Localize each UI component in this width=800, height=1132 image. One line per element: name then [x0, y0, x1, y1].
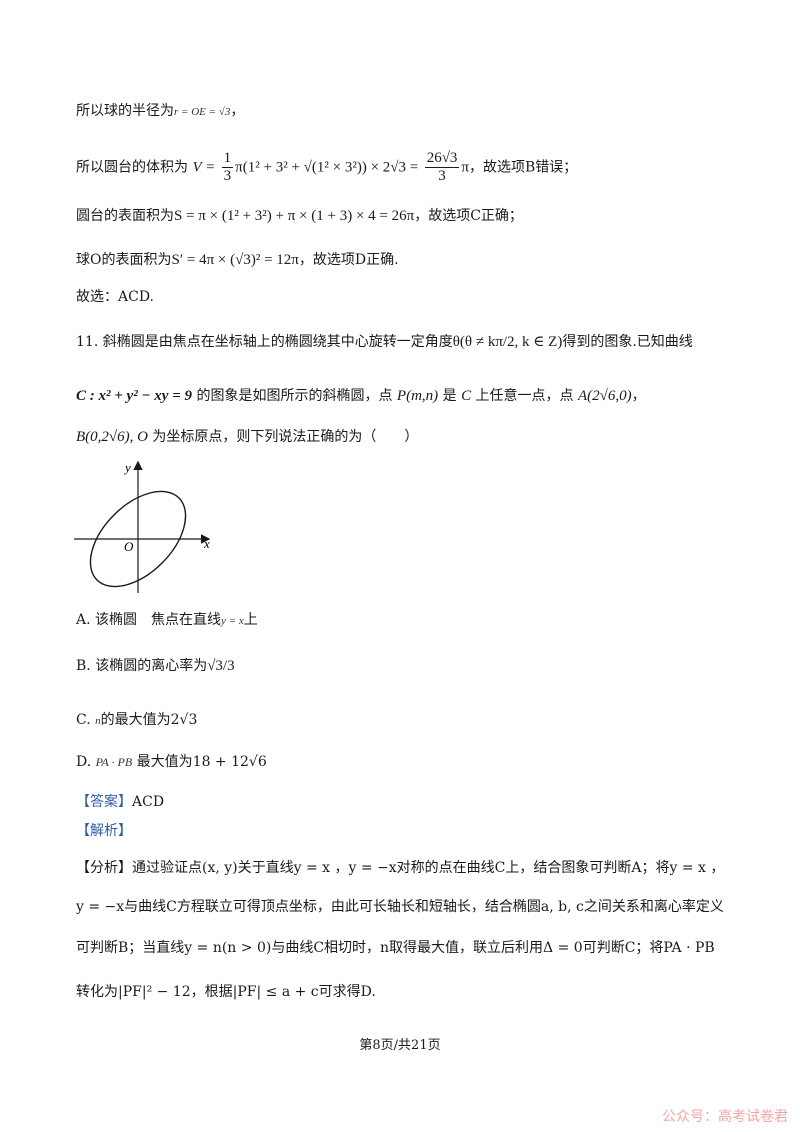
math: y = x — [221, 615, 244, 627]
text: ，故选项C正确； — [414, 208, 523, 224]
text: ， — [230, 103, 245, 119]
solution-line-4: 球O的表面积为S′ = 4π × (√3)² = 12π，故选项D正确. — [76, 250, 399, 270]
analysis-line-1: 【分析】通过验证点(x, y)关于直线y = x ，y = −x对称的点在曲线C… — [76, 858, 724, 878]
question-11-line-1: 11. 斜椭圆是由焦点在坐标轴上的椭圆绕其中心旋转一定角度θ(θ ≠ kπ/2,… — [76, 332, 693, 352]
text: 上任意一点，点 — [475, 388, 574, 404]
numerator: 1 — [221, 150, 234, 168]
option-label: C. — [76, 712, 91, 728]
origin-label: O — [124, 539, 134, 554]
math: C : x² + y² − xy = 9 — [76, 388, 192, 404]
solution-line-1: 所以球的半径为r = OE = √3， — [76, 101, 244, 122]
solution-line-3: 圆台的表面积为S = π × (1² + 3²) + π × (1 + 3) ×… — [76, 206, 523, 226]
question-11-line-3: B(0,2√6), O 为坐标原点，则下列说法正确的为（ ） — [76, 427, 418, 447]
analysis-header: 【解析】 — [76, 821, 132, 841]
text: ，故选项B错误； — [469, 159, 578, 176]
analysis-line-3: 可判断B；当直线y = n(n > 0)与曲线C相切时，n取得最大值，联立后利用… — [76, 940, 715, 956]
text: ，故选项D正确. — [298, 252, 399, 268]
math: r = OE = √3 — [174, 106, 231, 118]
text: 得到的图象.已知曲线 — [562, 334, 693, 350]
answer-line: 【答案】ACD — [76, 792, 164, 812]
answer-tag: 【答案】 — [76, 794, 132, 810]
text: 球O的表面积为 — [76, 252, 172, 268]
analysis-tag: 【分析】 — [76, 860, 132, 876]
text: 11. 斜椭圆是由焦点在坐标轴上的椭圆绕其中心旋转一定角度 — [76, 334, 453, 350]
text: 的图象是如图所示的斜椭圆，点 — [196, 388, 393, 404]
math: θ(θ ≠ kπ/2, k ∈ Z) — [452, 334, 563, 350]
text: 该椭圆的离心率为 — [95, 658, 208, 674]
math: B(0,2√6), O — [76, 429, 148, 445]
text: 通过验证点(x, y)关于直线y = x ，y = −x对称的点在曲线C上，结合… — [132, 860, 725, 876]
text: 圆台的表面积为 — [76, 208, 174, 224]
analysis-line-2: y = −x与曲线C方程联立可得顶点坐标，由此可长轴长和短轴长，结合椭圆a, b… — [76, 899, 724, 915]
math: π(1² + 3² + √(1² × 3²)) × 2√3 = — [235, 159, 419, 176]
option-b: B. 该椭圆的离心率为√3/3 — [76, 656, 235, 676]
numerator: 26√3 — [424, 150, 460, 168]
jiexi-tag: 【解析】 — [76, 823, 132, 839]
solution-line-5: 故选：ACD. — [76, 289, 154, 305]
text: 最大值为18 + 12√6 — [136, 754, 267, 770]
tilted-ellipse — [89, 490, 187, 588]
math: PA · PB — [95, 755, 133, 769]
page-footer: 第8页/共21页 — [359, 1038, 441, 1053]
text: ， — [631, 388, 646, 404]
option-label: B. — [76, 658, 91, 674]
y-axis-label: y — [123, 460, 131, 475]
text: 该椭圆 焦点在直线 — [95, 612, 222, 628]
math: π — [461, 159, 469, 176]
math: n — [95, 715, 101, 727]
ellipse-figure: x y O — [74, 460, 211, 593]
option-label: A. — [76, 612, 91, 628]
analysis-line-4: 转化为|PF|² − 12，根据|PF| ≤ a + c可求得D. — [76, 984, 376, 1000]
math: S = π × (1² + 3²) + π × (1 + 3) × 4 = 26… — [174, 208, 415, 224]
answer-text: ACD — [132, 794, 165, 810]
text: 所以球的半径为 — [76, 103, 174, 119]
math: P(m,n) — [396, 388, 439, 404]
text: 的最大值为2√3 — [100, 712, 198, 728]
option-a: A. 该椭圆 焦点在直线y = x上 — [76, 610, 258, 631]
text: 是 — [442, 388, 457, 404]
option-c: C. n的最大值为2√3 — [76, 710, 197, 731]
denominator: 3 — [223, 168, 232, 184]
math: V = — [192, 159, 216, 176]
math: C — [461, 388, 472, 404]
math: S′ = 4π × (√3)² = 12π — [171, 252, 299, 268]
watermark: 公众号：高考试卷君 — [662, 1109, 788, 1125]
option-d: D. PA · PB 最大值为18 + 12√6 — [76, 752, 267, 772]
text: 所以圆台的体积为 — [76, 159, 188, 176]
math: √3/3 — [207, 658, 235, 674]
x-axis-label: x — [203, 536, 210, 551]
math: A(2√6,0) — [577, 388, 632, 404]
option-label: D. — [76, 754, 92, 770]
text: 为坐标原点，则下列说法正确的为（ ） — [152, 429, 419, 445]
question-11-line-2: C : x² + y² − xy = 9 的图象是如图所示的斜椭圆，点 P(m,… — [76, 386, 646, 406]
text: 上 — [243, 612, 258, 628]
denominator: 3 — [438, 168, 446, 184]
